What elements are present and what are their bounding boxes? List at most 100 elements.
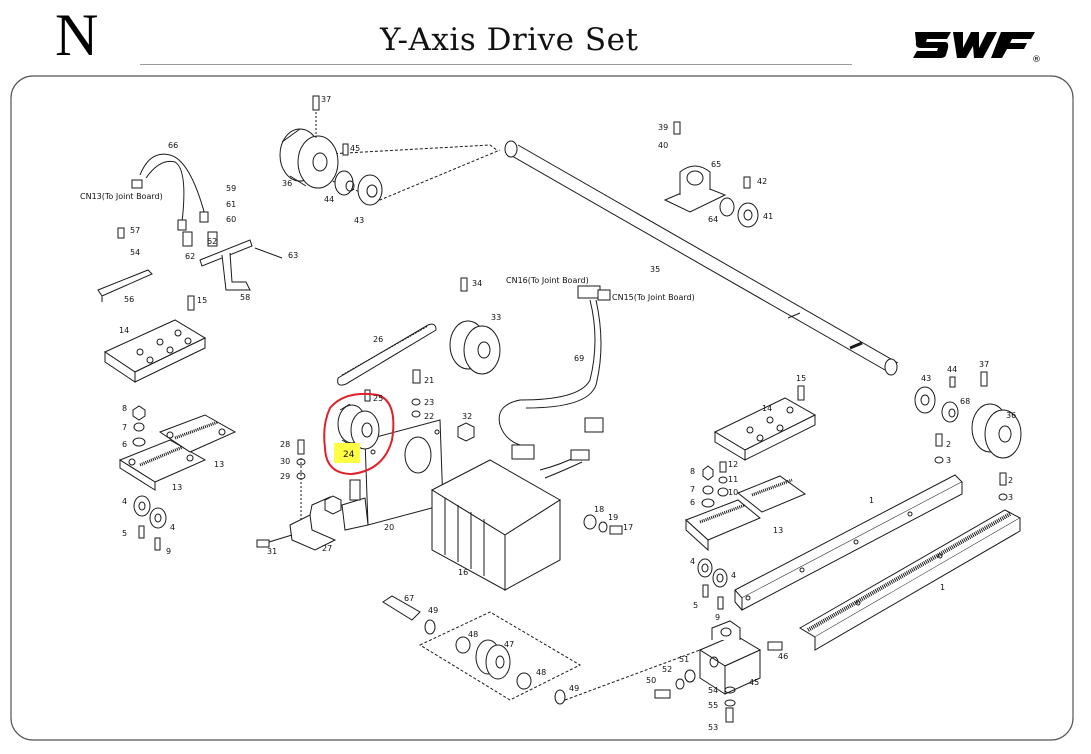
part-label: 13 xyxy=(773,526,783,535)
part-label: 68 xyxy=(960,397,970,406)
part-label: 9 xyxy=(166,547,171,556)
motor-16 xyxy=(430,449,590,591)
part-label: 64 xyxy=(708,215,718,224)
callout-cn16: CN16(To Joint Board) xyxy=(506,276,589,285)
shaft-67 xyxy=(382,595,421,621)
part-label: 21 xyxy=(424,376,434,385)
title-rule xyxy=(140,64,852,65)
pulley-33 xyxy=(449,277,501,375)
part-label: 14 xyxy=(762,404,772,413)
pillow-block-65 xyxy=(663,121,727,213)
part-label: 29 xyxy=(280,472,290,481)
cable-66 xyxy=(131,153,209,231)
carriage-14-right xyxy=(713,385,817,461)
part-label: 7 xyxy=(122,423,127,432)
part-label: 42 xyxy=(757,177,767,186)
part-label: 11 xyxy=(728,475,738,484)
collar-44-top xyxy=(334,143,355,196)
bolt-53 xyxy=(725,707,734,723)
screw-8-right xyxy=(702,465,714,481)
rail-1-front xyxy=(734,474,963,611)
part-label: 20 xyxy=(384,523,394,532)
callout-cn13: CN13(To Joint Board) xyxy=(80,192,163,201)
part-label: 19 xyxy=(608,513,618,522)
part-label: 4 xyxy=(731,571,736,580)
part-label: 5 xyxy=(693,601,698,610)
part-label: 37 xyxy=(321,95,331,104)
washer-18 xyxy=(583,514,597,530)
part-label: 53 xyxy=(708,723,718,732)
guide-line-bottom xyxy=(564,649,701,701)
part-label: 4 xyxy=(122,497,127,506)
pulley-24 xyxy=(337,403,380,450)
part-label: 65 xyxy=(711,160,721,169)
washer-19 xyxy=(598,521,608,533)
bolt-2-a xyxy=(935,433,943,447)
part-label: 48 xyxy=(536,668,546,677)
part-label: 15 xyxy=(197,296,207,305)
part-label: 1 xyxy=(940,583,945,592)
bearing-4-left xyxy=(133,495,167,551)
pulley-36-right xyxy=(971,371,1022,459)
part-label: 45 xyxy=(749,678,759,687)
plate-13-right-a xyxy=(685,499,761,552)
part-label: 59 xyxy=(226,184,236,193)
bolt-50 xyxy=(654,689,671,699)
plate-13-right-b xyxy=(737,475,807,513)
part-label: 9 xyxy=(715,613,720,622)
part-label: 8 xyxy=(690,467,695,476)
part-label: 36 xyxy=(282,179,292,188)
pulley-47 xyxy=(475,639,511,680)
part-label: 5 xyxy=(122,529,127,538)
part-label: 41 xyxy=(763,212,773,221)
part-label: 26 xyxy=(373,335,383,344)
part-label: 55 xyxy=(708,701,718,710)
bearing-48-b xyxy=(516,672,532,690)
part-label: 15 xyxy=(796,374,806,383)
diagram-frame xyxy=(10,75,1074,741)
part-label: 8 xyxy=(122,404,127,413)
bolt-2-b xyxy=(999,472,1007,486)
part-label: 4 xyxy=(170,523,175,532)
plate-13-left-b xyxy=(158,414,237,453)
registered-mark: ® xyxy=(1032,55,1041,64)
part-label: 62 xyxy=(185,252,195,261)
screw-8-left xyxy=(132,405,146,421)
part-label: 4 xyxy=(690,557,695,566)
washer-52 xyxy=(675,678,685,690)
part-label: 22 xyxy=(424,412,434,421)
part-label: 43 xyxy=(921,374,931,383)
part-label: 14 xyxy=(119,326,129,335)
part-label: 57 xyxy=(130,226,140,235)
part-label: 17 xyxy=(623,523,633,532)
callout-cn15: CN15(To Joint Board) xyxy=(612,293,695,302)
highlight-circle xyxy=(323,392,395,476)
bearing-48-a xyxy=(455,636,471,654)
part-label: 44 xyxy=(324,195,334,204)
part-label: 40 xyxy=(658,141,668,150)
highlight-tag xyxy=(334,443,360,463)
part-label: 56 xyxy=(124,295,134,304)
rail-1-back xyxy=(799,509,1022,651)
part-label: 60 xyxy=(226,215,236,224)
part-label: 6 xyxy=(690,498,695,507)
part-label: 58 xyxy=(240,293,250,302)
part-label: 13 xyxy=(214,460,224,469)
block-45-bottom xyxy=(698,620,762,695)
part-label: 31 xyxy=(267,547,277,556)
part-label: 36 xyxy=(1006,411,1016,420)
part-label: 50 xyxy=(646,676,656,685)
part-label: 28 xyxy=(280,440,290,449)
part-label: 61 xyxy=(226,200,236,209)
part-label: 3 xyxy=(946,456,951,465)
part-label: 32 xyxy=(462,412,472,421)
bearing-43-right xyxy=(914,386,936,414)
part-label: 49 xyxy=(569,684,579,693)
brand-logo: ® xyxy=(913,32,1041,64)
shaft-35 xyxy=(504,140,899,376)
part-label: 44 xyxy=(947,365,957,374)
part-number-labels: 37 36 45 44 43 66 59 61 60 62 62 57 54 6… xyxy=(119,95,1016,732)
part-label: 46 xyxy=(778,652,788,661)
highlighted-part-label: 24 xyxy=(343,450,355,460)
